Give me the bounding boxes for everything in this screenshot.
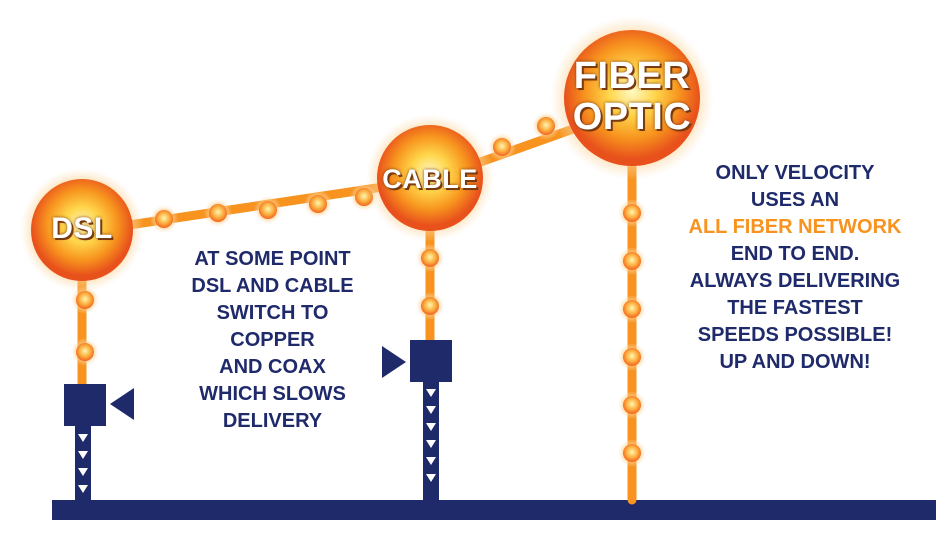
dsl-label: DSL bbox=[51, 212, 113, 245]
copper-note: AT SOME POINT DSL AND CABLE SWITCH TO COPPE… bbox=[165, 246, 380, 435]
signal-node bbox=[71, 286, 99, 314]
copper-note-line-5: AND COAX bbox=[219, 356, 326, 378]
signal-node bbox=[618, 343, 646, 371]
velocity-line-8: UP AND DOWN! bbox=[719, 351, 871, 373]
cable-coax-drop bbox=[382, 340, 452, 502]
velocity-line-5: ALWAYS DELIVERING bbox=[689, 270, 901, 292]
ground-bar bbox=[52, 500, 936, 520]
fiber-optic-label: FIBER OPTIC bbox=[567, 56, 697, 138]
velocity-line-6: THE FASTEST bbox=[727, 297, 863, 319]
velocity-line-7: SPEEDS POSSIBLE! bbox=[697, 324, 893, 346]
copper-note-line-6: WHICH SLOWS bbox=[199, 383, 346, 405]
signal-node bbox=[150, 205, 178, 233]
signal-node bbox=[254, 196, 282, 224]
copper-note-line-3: SWITCH TO bbox=[216, 302, 329, 324]
signal-node bbox=[488, 133, 516, 161]
signal-nodes bbox=[71, 112, 646, 467]
dsl-switch-box bbox=[64, 384, 106, 426]
dsl-copper-drop bbox=[64, 384, 134, 502]
signal-node bbox=[618, 295, 646, 323]
velocity-note: ONLY VELOCITY USES AN ALL FIBER NETWORK … bbox=[660, 160, 930, 376]
signal-node bbox=[618, 391, 646, 419]
signal-node bbox=[416, 292, 444, 320]
cable-node bbox=[366, 114, 494, 242]
signal-node bbox=[71, 338, 99, 366]
fiber-node bbox=[550, 16, 714, 180]
copper-note-line-7: DELIVERY bbox=[222, 410, 323, 432]
cable-label: CABLE bbox=[382, 164, 478, 194]
cable-switch-arrow bbox=[382, 346, 406, 378]
signal-node bbox=[204, 199, 232, 227]
signal-node bbox=[618, 199, 646, 227]
dsl-node bbox=[20, 168, 144, 292]
copper-note-line-4: COPPER bbox=[230, 329, 315, 351]
fiber-label-line2: OPTIC bbox=[572, 96, 692, 138]
velocity-line-1: ONLY VELOCITY bbox=[715, 162, 875, 184]
cable-switch-box bbox=[410, 340, 452, 382]
copper-note-line-2: DSL AND CABLE bbox=[191, 275, 354, 297]
velocity-highlight: ALL FIBER NETWORK bbox=[688, 216, 902, 238]
signal-node bbox=[618, 439, 646, 467]
signal-node bbox=[416, 244, 444, 272]
velocity-line-4: END TO END. bbox=[730, 243, 860, 265]
velocity-line-2: USES AN bbox=[750, 189, 840, 211]
signal-node bbox=[618, 247, 646, 275]
copper-note-line-1: AT SOME POINT bbox=[194, 248, 351, 270]
dsl-switch-arrow bbox=[110, 388, 134, 420]
signal-node bbox=[304, 190, 332, 218]
fiber-label-line1: FIBER bbox=[573, 55, 691, 97]
